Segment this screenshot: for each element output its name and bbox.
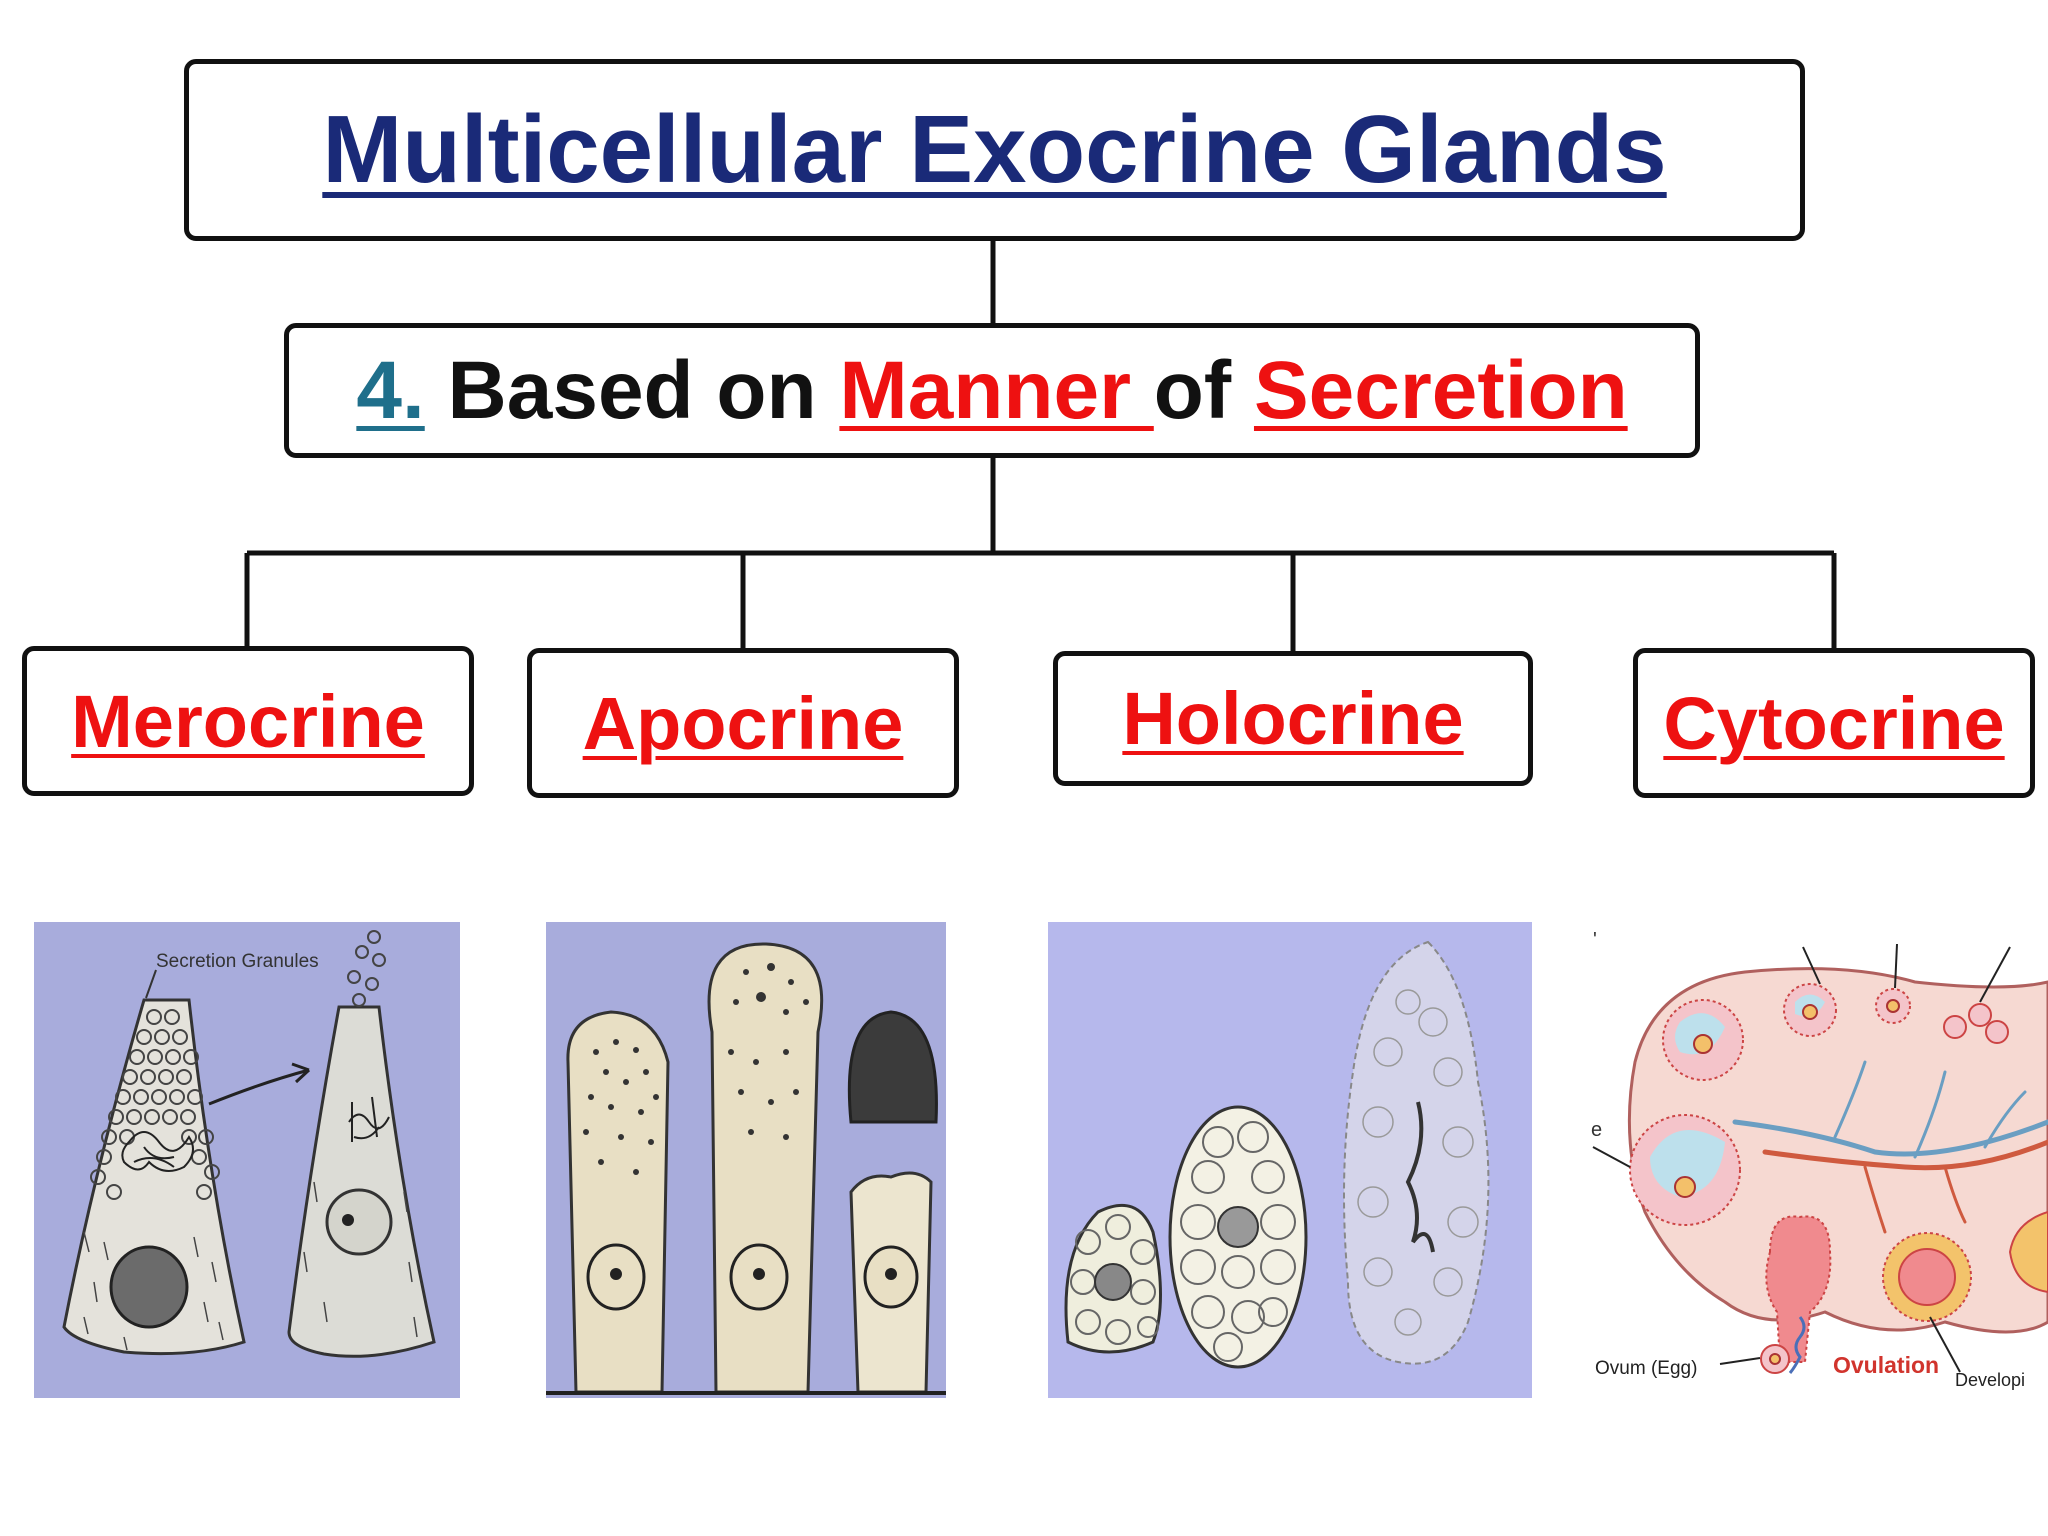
cytocrine-illustration: ' e: [1585, 922, 2048, 1398]
type-box-cytocrine: Cytocrine: [1633, 648, 2035, 798]
page-title: Multicellular Exocrine Glands: [322, 96, 1667, 203]
ovulation-label: Ovulation: [1833, 1352, 1939, 1378]
ovum-label: Ovum (Egg): [1595, 1358, 1697, 1379]
type-label-apocrine: Apocrine: [582, 681, 904, 765]
developing-label: Developi: [1955, 1370, 2025, 1390]
type-box-apocrine: Apocrine: [527, 648, 959, 798]
type-label-cytocrine: Cytocrine: [1663, 681, 2005, 765]
subtitle-box: 4. Based on Manner of Secretion: [284, 323, 1700, 458]
subtitle-manner: Manner: [839, 344, 1154, 436]
subtitle-number: 4.: [356, 344, 425, 436]
subtitle-secretion: Secretion: [1253, 344, 1628, 436]
svg-text:': ': [1593, 929, 1597, 951]
type-box-merocrine: Merocrine: [22, 646, 474, 796]
cytocrine-label-e: e: [1591, 1119, 1602, 1141]
secretion-granules-label: Secretion Granules: [156, 951, 319, 972]
merocrine-illustration: Secretion Granules: [34, 922, 460, 1398]
type-label-merocrine: Merocrine: [71, 679, 425, 763]
title-box: Multicellular Exocrine Glands: [184, 59, 1805, 241]
subtitle-part1: Based on: [424, 344, 840, 436]
type-label-holocrine: Holocrine: [1122, 677, 1464, 760]
type-box-holocrine: Holocrine: [1053, 651, 1533, 786]
subtitle-part2: of: [1153, 344, 1254, 436]
subtitle: 4. Based on Manner of Secretion: [356, 344, 1627, 438]
apocrine-illustration: [546, 922, 946, 1398]
holocrine-illustration: [1048, 922, 1532, 1398]
